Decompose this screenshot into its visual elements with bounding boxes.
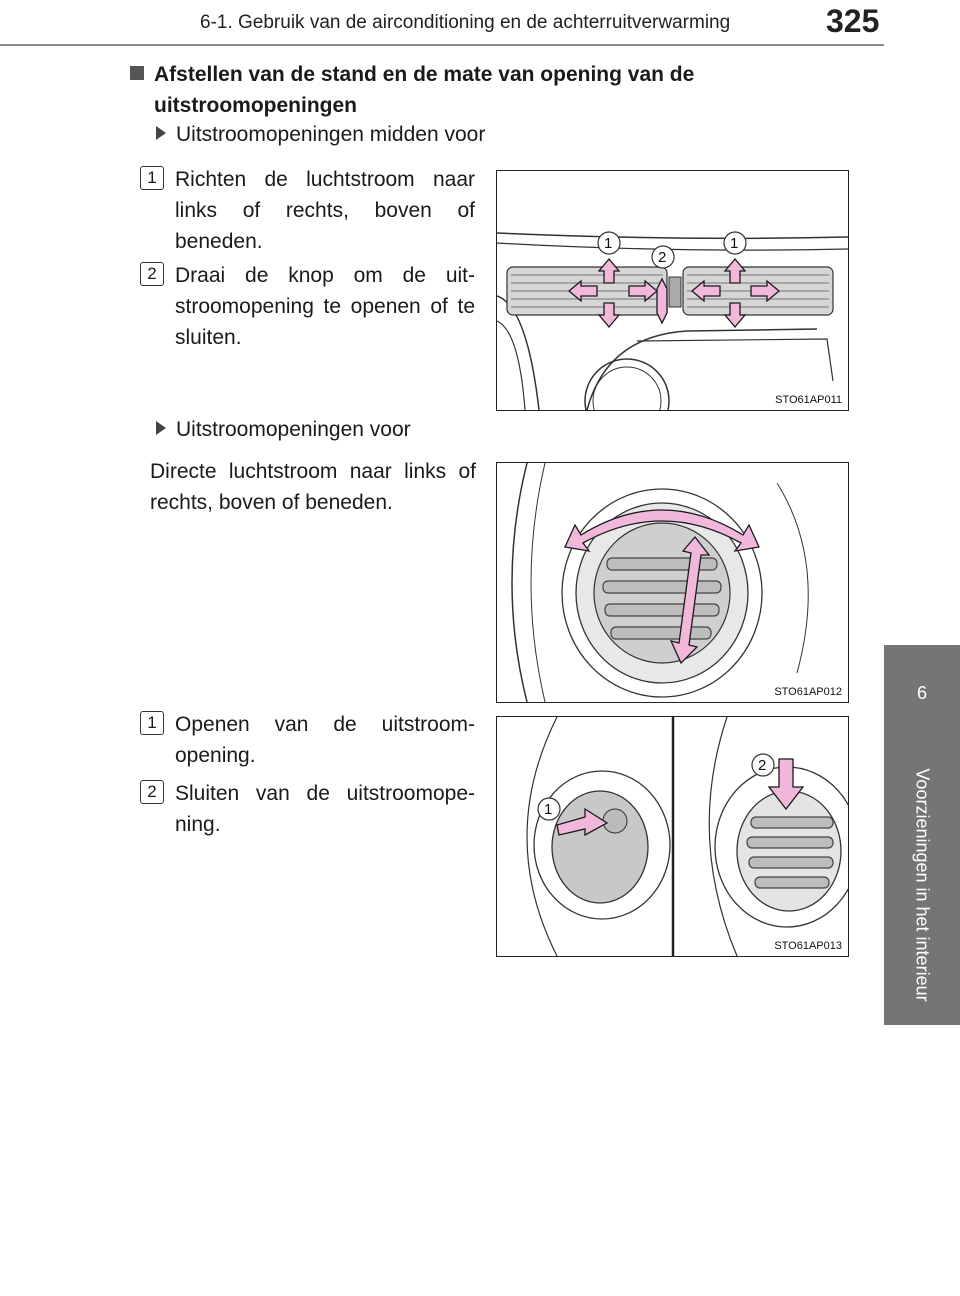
triangle-bullet-icon [156, 126, 166, 140]
callout-1-left: 1 [604, 235, 612, 252]
step-close-text: Sluiten van de uitstroomope- ning. [175, 782, 475, 836]
running-header-title: 6-1. Gebruik van de airconditioning en d… [200, 12, 731, 33]
center-vents-illustration: 1 2 1 [497, 231, 848, 410]
section-heading: Afstellen van de stand en de mate van op… [130, 59, 750, 121]
chapter-side-tab: 6 Voorzieningen in het interieur [884, 645, 960, 1025]
step-number-1: 1 [140, 166, 164, 190]
step-number-close: 2 [140, 780, 164, 804]
subheading-center-vents-text: Uitstroomopeningen midden voor [176, 123, 486, 146]
chapter-label: Voorzieningen in het interieur [912, 768, 933, 1002]
step-1-text: Richten de luchtstroom naar links of rec… [175, 168, 475, 253]
section-heading-text: Afstellen van de stand en de mate van op… [154, 63, 695, 117]
figure-code: STO61AP012 [774, 686, 842, 698]
figure-front-vent-adjust: STO61AP012 [496, 462, 849, 703]
subheading-front-vents-text: Uitstroomopeningen voor [176, 418, 411, 441]
step-2-text: Draai de knop om de uit- stroomopening t… [175, 264, 475, 349]
header-divider [0, 44, 884, 46]
callout-2: 2 [658, 249, 666, 266]
step-open-text: Openen van de uitstroom- opening. [175, 713, 475, 767]
callout-close: 2 [758, 757, 766, 774]
callout-open: 1 [544, 801, 552, 818]
subheading-center-vents: Uitstroomopeningen midden voor [156, 123, 485, 147]
page-number: 325 [826, 3, 880, 39]
front-vent-illustration [511, 463, 809, 702]
figure-code: STO61AP011 [775, 394, 842, 406]
figure-vent-open-close: 1 2 STO61AP013 [496, 716, 849, 957]
chapter-number: 6 [916, 683, 927, 703]
figure-center-vents: 1 2 1 STO61AP011 [496, 170, 849, 411]
front-vents-text: Directe luchtstroom naar links of rechts… [150, 460, 476, 514]
step-number-2: 2 [140, 262, 164, 286]
triangle-bullet-icon [156, 421, 166, 435]
heading-square-icon [130, 66, 144, 80]
vent-open-close-illustration: 1 2 [526, 717, 848, 956]
subheading-front-vents: Uitstroomopeningen voor [156, 418, 411, 442]
callout-1-right: 1 [730, 235, 738, 252]
step-number-open: 1 [140, 711, 164, 735]
figure-code: STO61AP013 [774, 940, 842, 952]
